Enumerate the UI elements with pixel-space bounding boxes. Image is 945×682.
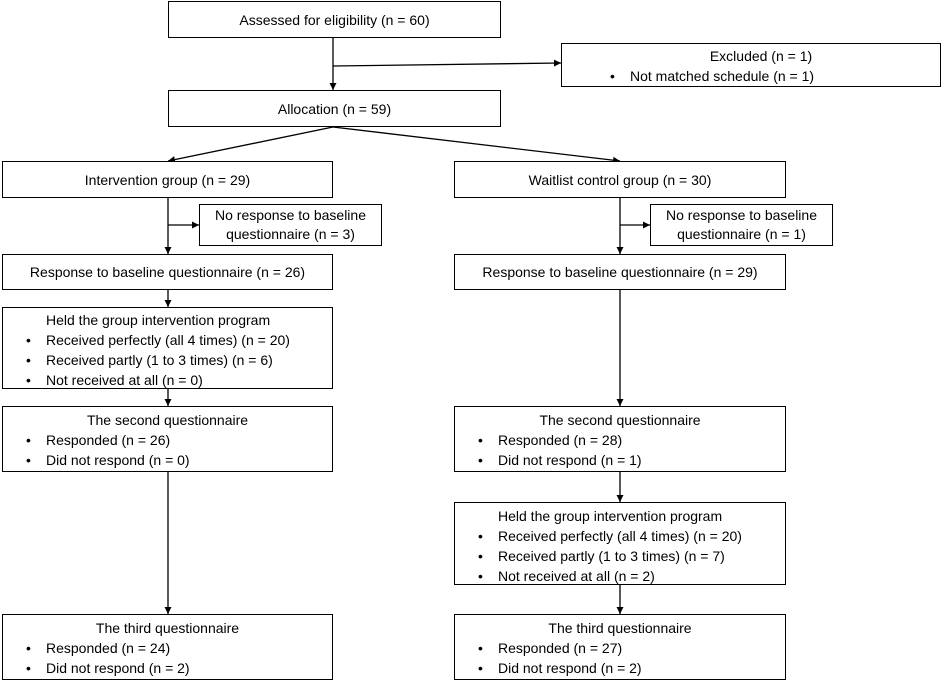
- excluded-box: Excluded (n = 1) Not matched schedule (n…: [561, 43, 941, 87]
- intervention-third-item: Did not respond (n = 2): [26, 658, 332, 678]
- intervention-program-item: Received partly (1 to 3 times) (n = 6): [26, 350, 332, 370]
- intervention-baseline-label: Response to baseline questionnaire (n = …: [29, 264, 306, 280]
- waitlist-program-item: Not received at all (n = 2): [478, 566, 785, 586]
- intervention-second-item: Responded (n = 26): [26, 430, 332, 450]
- waitlist-group-label: Waitlist control group (n = 30): [528, 171, 712, 188]
- waitlist-second-item: Responded (n = 28): [478, 430, 785, 450]
- allocation-box: Allocation (n = 59): [168, 90, 501, 127]
- waitlist-third-questionnaire-box: The third questionnaire Responded (n = 2…: [454, 614, 786, 680]
- waitlist-baseline-label: Response to baseline questionnaire (n = …: [482, 264, 758, 280]
- waitlist-third-item: Responded (n = 27): [478, 638, 785, 658]
- excluded-title: Excluded (n = 1): [709, 48, 813, 64]
- waitlist-program-item: Received partly (1 to 3 times) (n = 7): [478, 546, 785, 566]
- arrow-to-excluded: [332, 59, 562, 67]
- waitlist-program-title: Held the group intervention program: [498, 508, 723, 524]
- waitlist-baseline-box: Response to baseline questionnaire (n = …: [454, 254, 786, 290]
- intervention-program-box: Held the group intervention program Rece…: [2, 307, 333, 390]
- waitlist-third-item: Did not respond (n = 2): [478, 658, 785, 678]
- intervention-third-item: Responded (n = 24): [26, 638, 332, 658]
- intervention-program-item: Received perfectly (all 4 times) (n = 20…: [26, 330, 332, 350]
- waitlist-second-item: Did not respond (n = 1): [478, 450, 785, 470]
- waitlist-third-title: The third questionnaire: [548, 620, 692, 636]
- intervention-no-response-line-2: questionnaire (n = 3): [226, 226, 355, 242]
- intervention-group-box: Intervention group (n = 29): [2, 161, 333, 198]
- intervention-third-title: The third questionnaire: [95, 620, 240, 636]
- intervention-second-questionnaire-box: The second questionnaire Responded (n = …: [2, 406, 333, 472]
- intervention-program-item: Not received at all (n = 0): [26, 370, 332, 390]
- waitlist-program-box: Held the group intervention program Rece…: [454, 502, 786, 586]
- allocation-label: Allocation (n = 59): [277, 100, 392, 117]
- arrow-allocation-to-intervention: [167, 126, 334, 164]
- waitlist-second-title: The second questionnaire: [539, 412, 701, 428]
- eligibility-box: Assessed for eligibility (n = 60): [168, 1, 501, 38]
- eligibility-label: Assessed for eligibility (n = 60): [239, 11, 430, 28]
- intervention-second-item: Did not respond (n = 0): [26, 450, 332, 470]
- waitlist-no-response-box: No response to baseline questionnaire (n…: [650, 204, 833, 246]
- arrow-allocation-to-waitlist: [332, 126, 621, 164]
- waitlist-group-box: Waitlist control group (n = 30): [454, 161, 786, 198]
- intervention-third-questionnaire-box: The third questionnaire Responded (n = 2…: [2, 614, 333, 680]
- intervention-program-title: Held the group intervention program: [46, 312, 271, 328]
- intervention-group-label: Intervention group (n = 29): [84, 171, 251, 188]
- excluded-item: Not matched schedule (n = 1): [610, 66, 940, 86]
- intervention-baseline-box: Response to baseline questionnaire (n = …: [2, 254, 333, 290]
- intervention-no-response-box: No response to baseline questionnaire (n…: [199, 204, 382, 246]
- intervention-second-title: The second questionnaire: [86, 412, 249, 428]
- waitlist-second-questionnaire-box: The second questionnaire Responded (n = …: [454, 406, 786, 472]
- waitlist-no-response-line-2: questionnaire (n = 1): [677, 226, 806, 242]
- waitlist-no-response-line-1: No response to baseline: [666, 207, 817, 223]
- intervention-no-response-line-1: No response to baseline: [215, 207, 366, 223]
- waitlist-program-item: Received perfectly (all 4 times) (n = 20…: [478, 526, 785, 546]
